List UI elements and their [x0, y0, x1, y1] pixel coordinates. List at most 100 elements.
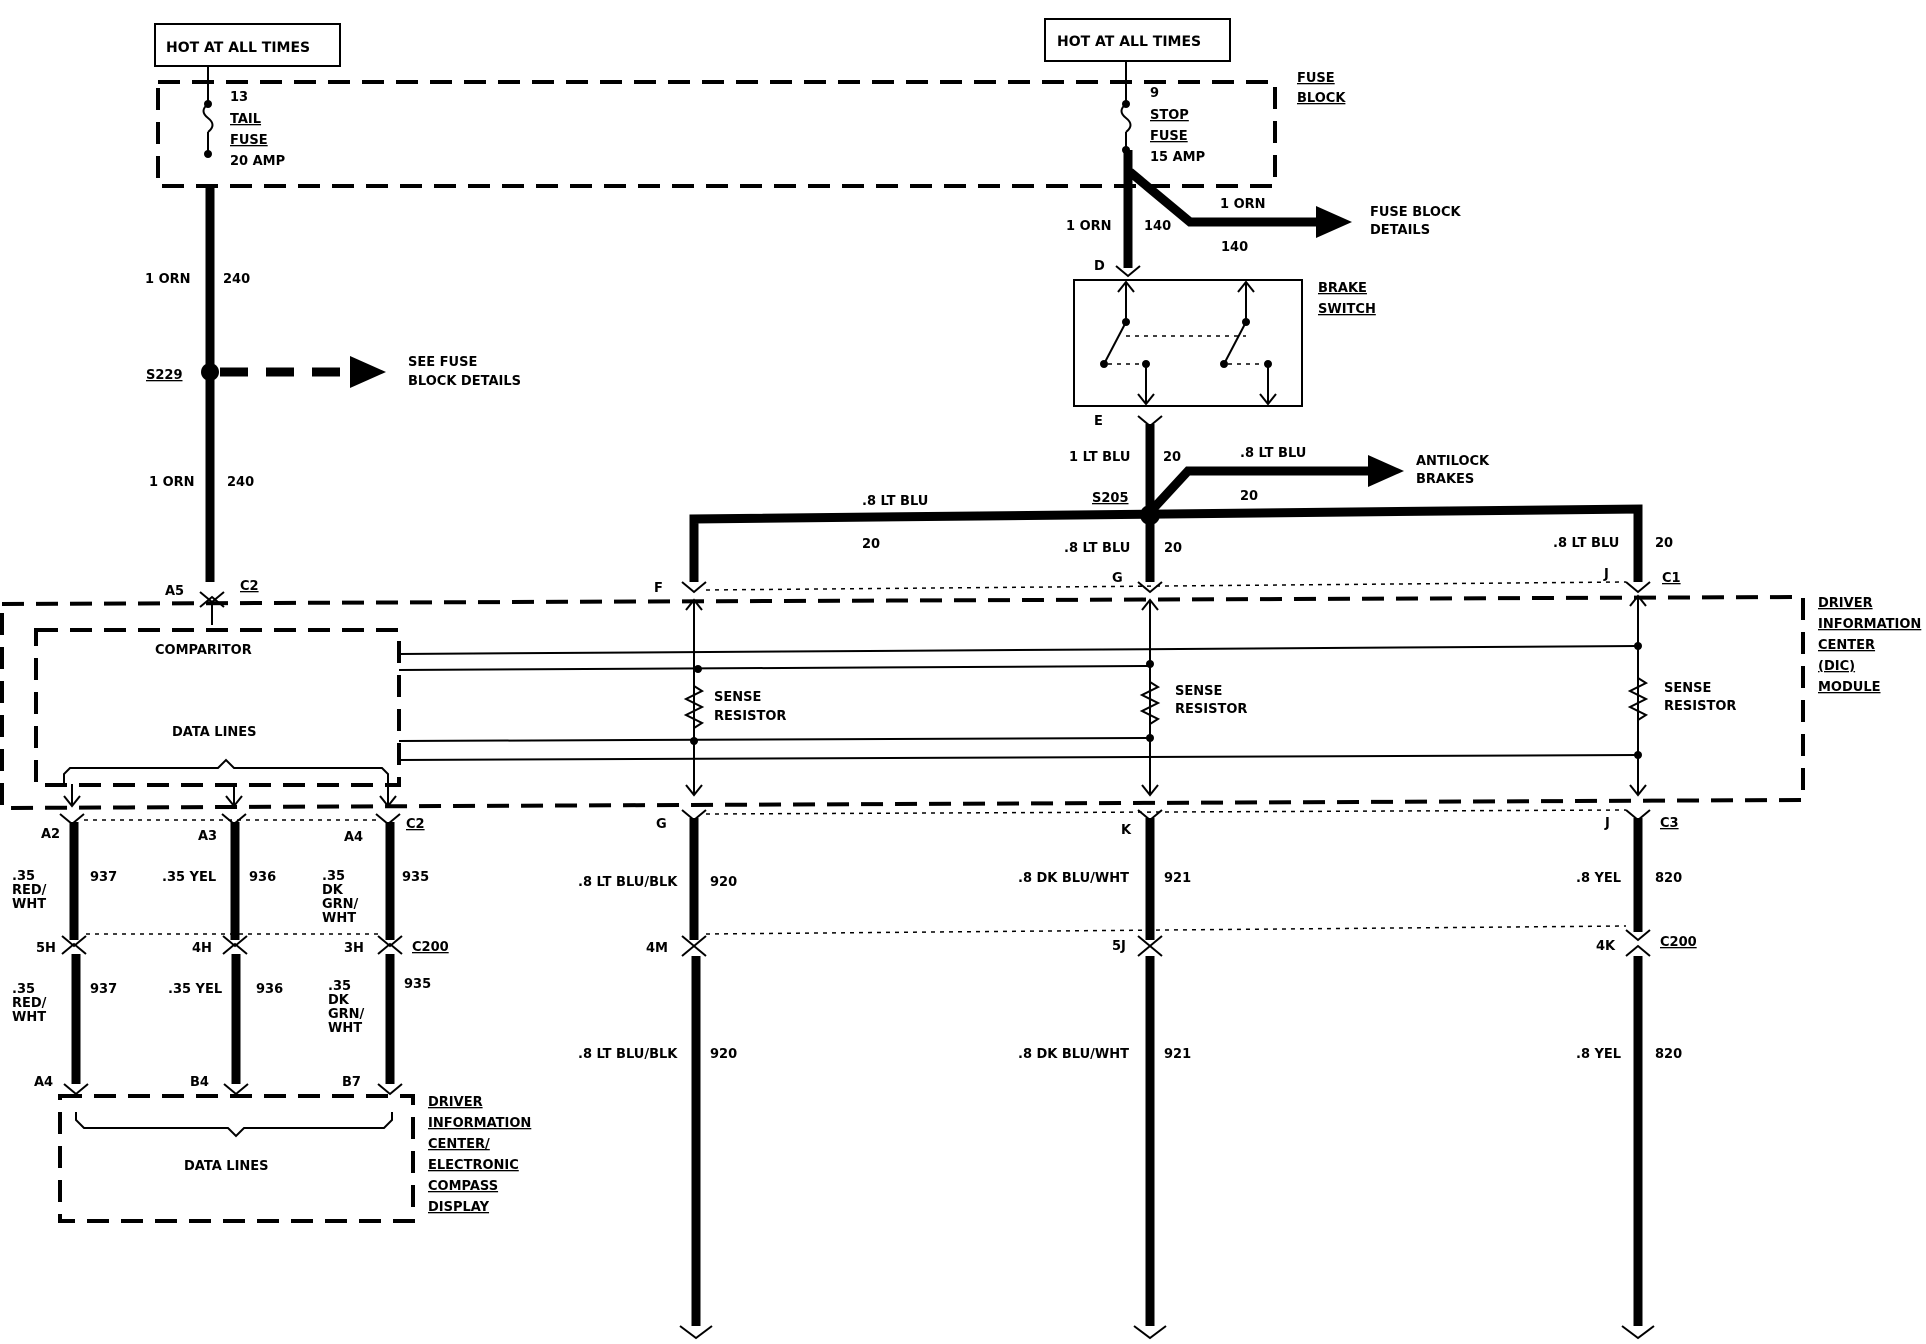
- wire-921-circuit-2: 921: [1164, 1047, 1191, 1062]
- c200-right-connector-label: C200: [1660, 935, 1697, 950]
- comparitor-label: COMPARITOR: [155, 643, 252, 658]
- splice-s205-label: S205: [1092, 491, 1129, 506]
- abs-wire-color: .8 LT BLU: [1240, 446, 1306, 461]
- wire-240-color-2: 1 ORN: [149, 475, 195, 490]
- antilock-label-1: ANTILOCK: [1416, 454, 1490, 469]
- stop-fuse-symbol: [1120, 103, 1132, 133]
- brake-switch-blade-2: [1223, 321, 1247, 365]
- wire-140-circuit: 140: [1144, 219, 1171, 234]
- hot-right-label: HOT AT ALL TIMES: [1057, 34, 1201, 50]
- c200-4m-connector-bottom: [681, 944, 707, 957]
- dic-module-outline: [0, 594, 1805, 811]
- c200-5j-connector-bottom: [1137, 944, 1163, 957]
- dic-vertical-left-arrow-bottom: [685, 784, 703, 797]
- wire-935-color-2b: DK: [328, 993, 350, 1008]
- wire-20-bus: [689, 504, 1643, 582]
- c200-5h-connector-top: [61, 935, 87, 948]
- wire-820-color-1: .8 YEL: [1576, 871, 1621, 886]
- display-a4-connector: [63, 1083, 89, 1096]
- wire-920-color-1: .8 LT BLU/BLK: [578, 875, 678, 890]
- splice-s229: [201, 363, 219, 381]
- wire-935-circuit-1: 935: [402, 870, 429, 885]
- wire-20-color: 1 LT BLU: [1069, 450, 1130, 465]
- wire-820-continuation-icon: [1621, 1325, 1655, 1340]
- compass-label-3: CENTER/: [428, 1137, 490, 1152]
- data-lines-bottom-brace: [75, 1112, 393, 1138]
- wire-920-color-2: .8 LT BLU/BLK: [578, 1047, 678, 1062]
- data-lead-a4-arrow: [379, 795, 397, 808]
- sense-mid-label-2: RESISTOR: [1175, 702, 1247, 717]
- sense-left-label-2: RESISTOR: [714, 709, 786, 724]
- hot-at-all-times-right-box: [1044, 18, 1231, 62]
- bus-right-color: .8 LT BLU: [1553, 536, 1619, 551]
- bus-left-circuit: 20: [862, 537, 880, 552]
- wire-140-branch: [1127, 168, 1320, 227]
- sense-right-node-top: [1634, 642, 1642, 650]
- abs-wire-circuit: 20: [1240, 489, 1258, 504]
- wire-240-color-1: 1 ORN: [145, 272, 191, 287]
- antilock-arrow: [1368, 455, 1404, 487]
- stop-fuse-terminal-top: [1122, 100, 1130, 108]
- sense-left-node-bottom: [690, 737, 698, 745]
- tail-fuse-symbol: [202, 103, 214, 133]
- wire-20-abs-branch: [1148, 466, 1374, 514]
- fuse-block-label-1: FUSE: [1297, 71, 1335, 86]
- c1-pin-f: F: [654, 581, 663, 596]
- c200-pin-5h: 5H: [36, 941, 56, 956]
- c2-pin-a3: A3: [198, 829, 217, 844]
- c200-pin-5j: 5J: [1112, 939, 1126, 954]
- hot-at-all-times-left-box: [154, 23, 341, 67]
- comparitor-box: [34, 628, 401, 787]
- wire-140-branch-color: 1 ORN: [1220, 197, 1266, 212]
- wire-921-continuation-icon: [1133, 1325, 1167, 1340]
- wire-935-color-1d: WHT: [322, 911, 356, 926]
- wire-921-color-2: .8 DK BLU/WHT: [1018, 1047, 1129, 1062]
- sense-resistor-left: [683, 685, 705, 729]
- c1-pin-g: G: [1112, 571, 1123, 586]
- c1-f-connector: [681, 581, 707, 594]
- dic-label-4: (DIC): [1818, 659, 1855, 674]
- wire-820-circuit-1: 820: [1655, 871, 1682, 886]
- compass-label-1: DRIVER: [428, 1095, 483, 1110]
- bus-right-circuit: 20: [1655, 536, 1673, 551]
- c2-pin-a4: A4: [344, 830, 363, 845]
- c200-5h-connector-bottom: [61, 942, 87, 955]
- display-b4-connector: [223, 1083, 249, 1096]
- sense-left-label-1: SENSE: [714, 690, 761, 705]
- brake-pin-e: E: [1094, 414, 1103, 429]
- wire-935-color-2a: .35: [328, 979, 351, 994]
- internal-line-3: [398, 737, 1151, 742]
- c200-4h-connector-bottom: [222, 942, 248, 955]
- brake-switch-contact-5: [1220, 360, 1228, 368]
- tail-fuse-number: 13: [230, 90, 248, 105]
- data-lines-top-label: DATA LINES: [172, 725, 257, 740]
- wire-820-circuit-2: 820: [1655, 1047, 1682, 1062]
- c2-pin-a2: A2: [41, 827, 60, 842]
- wire-935-color-1b: DK: [322, 883, 344, 898]
- wire-20-circuit: 20: [1163, 450, 1181, 465]
- brake-switch-label-1: BRAKE: [1318, 281, 1367, 296]
- wire-920-circuit-2: 920: [710, 1047, 737, 1062]
- c200-pin-4k: 4K: [1596, 939, 1616, 954]
- sense-mid-node-top: [1146, 660, 1154, 668]
- brake-switch-box: [1073, 279, 1303, 407]
- sense-resistor-right: [1627, 677, 1649, 721]
- c200-3h-connector-top: [377, 935, 403, 948]
- c3-pin-g: G: [656, 817, 667, 832]
- c3-connector-label: C3: [1660, 816, 1679, 831]
- wire-240-circuit-1: 240: [223, 272, 250, 287]
- sense-mid-node-bottom: [1146, 734, 1154, 742]
- tail-fuse-amp: 20 AMP: [230, 154, 285, 169]
- c1-connector-label: C1: [1662, 571, 1681, 586]
- sense-left-node-top: [694, 665, 702, 673]
- wire-937-color-2c: WHT: [12, 1010, 46, 1025]
- data-lead-a2-arrow: [63, 795, 81, 808]
- wire-921-circuit-1: 921: [1164, 871, 1191, 886]
- stop-fuse-number: 9: [1150, 86, 1159, 101]
- dic-label-5: MODULE: [1818, 680, 1881, 695]
- dic-vertical-mid-arrow-bottom: [1141, 784, 1159, 797]
- c1-pin-j: J: [1603, 567, 1609, 582]
- c200-pin-4m: 4M: [646, 941, 668, 956]
- dic-label-2: INFORMATION: [1818, 617, 1921, 632]
